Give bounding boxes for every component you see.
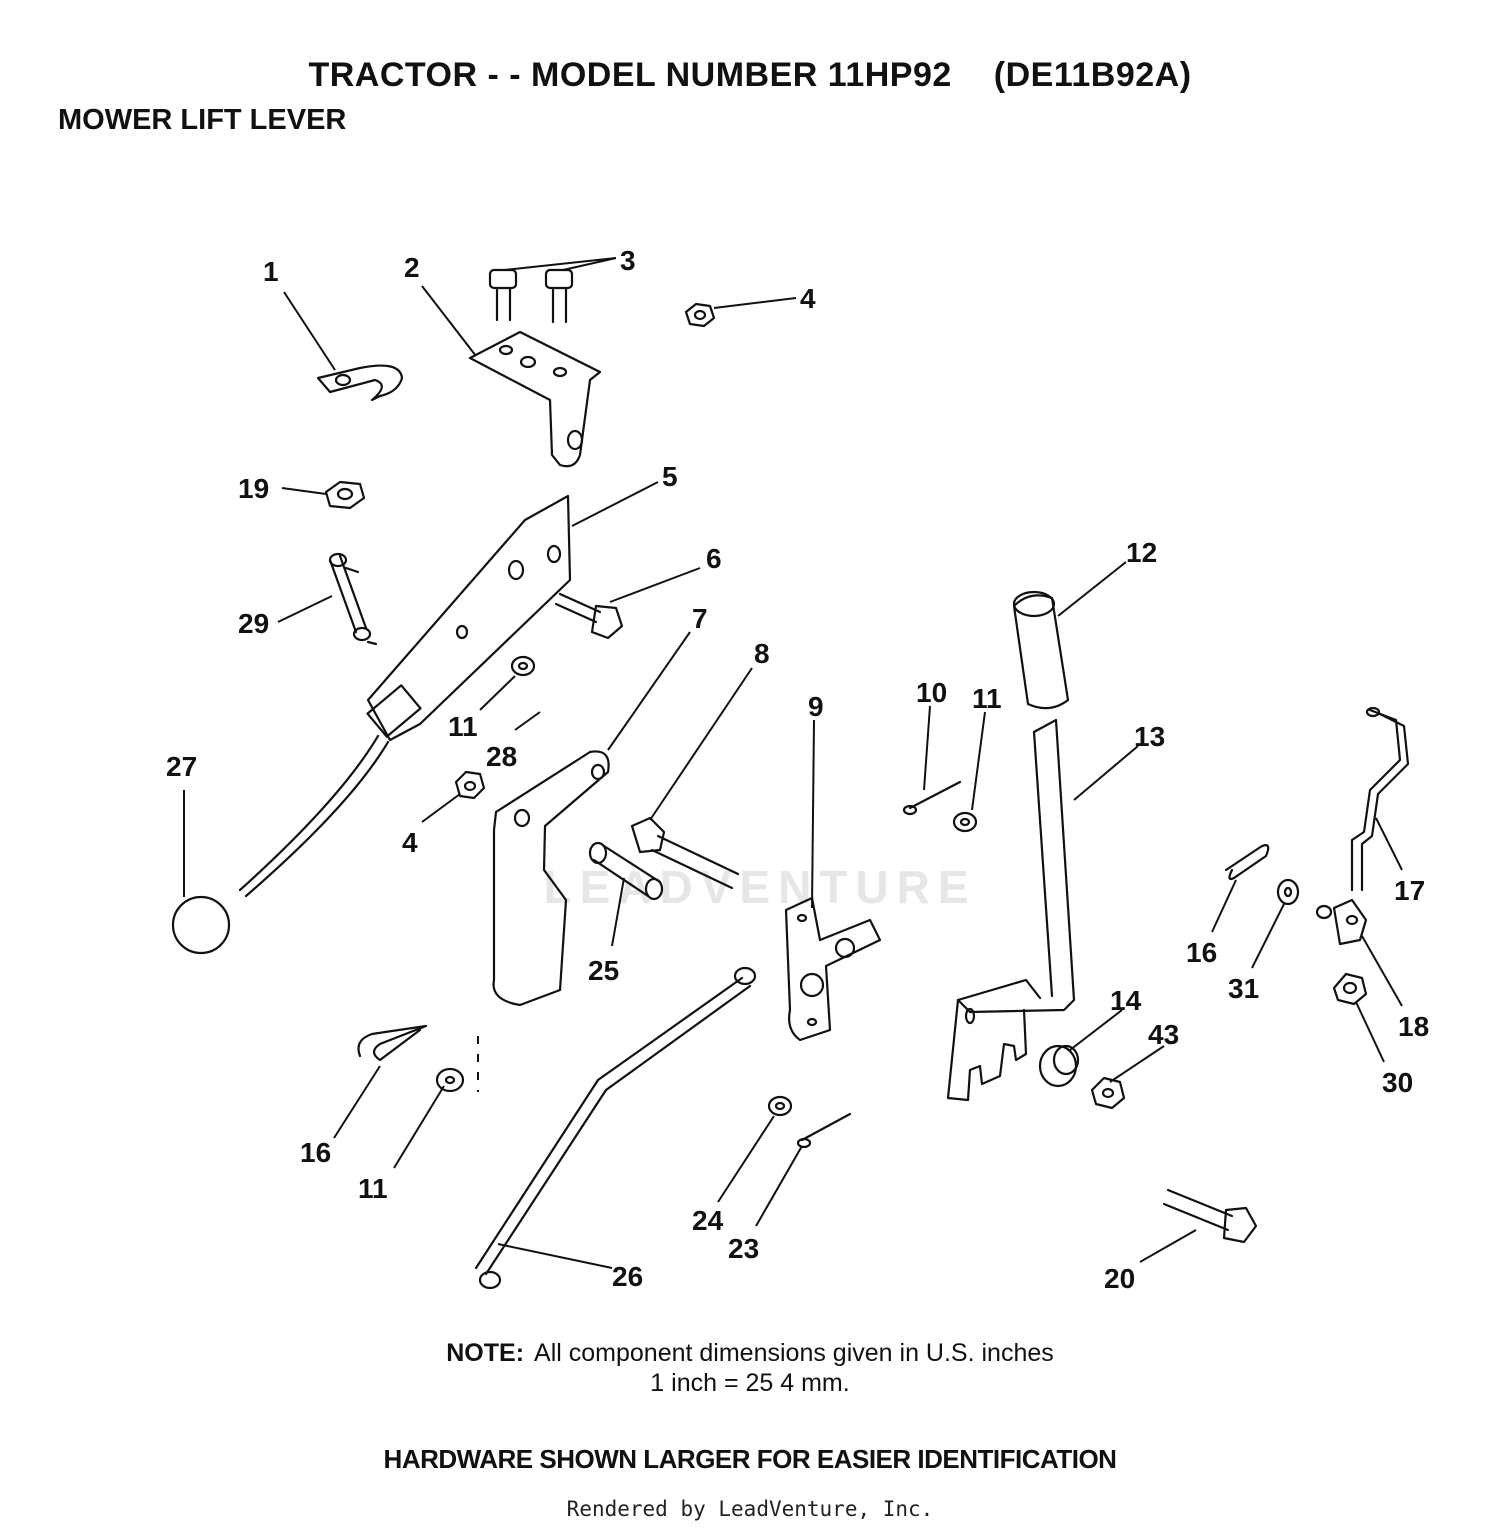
part-11-washer: [510, 655, 536, 677]
callout-19: 19: [238, 473, 269, 504]
callout-4: 4: [800, 283, 816, 314]
callout-4-lower: 4: [402, 827, 418, 858]
part-8-bolt: [630, 816, 740, 890]
callout-30: 30: [1382, 1067, 1413, 1098]
part-14-bushing: [1038, 1044, 1080, 1088]
callout-27: 27: [166, 751, 197, 782]
part-29-link: [328, 552, 378, 646]
part-11-washer-right: [952, 811, 978, 833]
part-43-nut: [1090, 1076, 1126, 1110]
part-30-nut: [1332, 972, 1368, 1006]
callout-25: 25: [588, 955, 619, 986]
callout-numbers: 1 2 3 4 5 6 7 8 9 10 11 12 13 14 16 17 1…: [166, 245, 1429, 1294]
callout-11: 11: [972, 683, 1002, 714]
callout-11-upper: 11: [448, 711, 478, 742]
callout-8: 8: [754, 638, 770, 669]
part-4-nut-lower: [454, 770, 486, 800]
note-label: NOTE:: [446, 1339, 525, 1367]
callout-16: 16: [1186, 937, 1217, 968]
parts-diagram: 1 2 3 4 5 6 7 8 9 10 11 12 13 14 16 17 1…: [166, 245, 1429, 1294]
part-13-lever: [946, 718, 1076, 1102]
callout-12: 12: [1126, 537, 1157, 568]
callout-3: 3: [620, 245, 636, 276]
leader-lines: [183, 257, 1403, 1269]
callout-26: 26: [612, 1261, 643, 1292]
part-24-washer: [767, 1095, 793, 1117]
part-3-bolts: [488, 268, 574, 324]
callout-1: 1: [263, 256, 279, 287]
callout-23: 23: [728, 1233, 759, 1264]
model-code: (DE11B92A): [993, 56, 1192, 94]
note-conversion: 1 inch = 25 4 mm.: [650, 1369, 850, 1397]
callout-5: 5: [662, 461, 678, 492]
callout-18: 18: [1398, 1011, 1429, 1042]
part-10-cotter-pin: [902, 780, 962, 816]
part-17-rod: [1350, 706, 1410, 892]
part-2-bracket: [468, 330, 602, 468]
callout-31: 31: [1228, 973, 1259, 1004]
callout-24: 24: [692, 1205, 724, 1236]
part-23-cotter-pin: [796, 1112, 852, 1149]
part-5-lift-arm: [238, 494, 572, 898]
section-title: MOWER LIFT LEVER: [58, 104, 347, 136]
part-16-clip-right: [1224, 844, 1270, 881]
part-27-knob: [171, 895, 231, 955]
part-6-bolt: [554, 592, 624, 640]
callout-29: 29: [238, 608, 269, 639]
callout-20: 20: [1104, 1263, 1135, 1294]
callout-9: 9: [808, 691, 824, 722]
callout-2: 2: [404, 252, 420, 283]
model-title: TRACTOR - - MODEL NUMBER 11HP92: [308, 56, 952, 94]
callout-6: 6: [706, 543, 722, 574]
rendered-by: Rendered by LeadVenture, Inc.: [566, 1497, 934, 1521]
part-19-nut: [324, 480, 366, 510]
callout-16-lower: 16: [300, 1137, 331, 1168]
callout-10: 10: [916, 677, 947, 708]
part-25-spacer: [588, 841, 664, 901]
callout-43: 43: [1148, 1019, 1179, 1050]
callout-13: 13: [1134, 721, 1165, 752]
callout-14: 14: [1110, 985, 1142, 1016]
part-1-clip: [316, 364, 404, 402]
diagram-title: TRACTOR - - MODEL NUMBER 11HP92 (DE11B92A…: [0, 56, 1500, 95]
note-text: All component dimensions given in U.S. i…: [534, 1339, 1054, 1367]
part-26-rod: [474, 966, 757, 1290]
part-9-plate: [784, 896, 882, 1042]
callout-17: 17: [1394, 875, 1425, 906]
part-12-grip: [1012, 590, 1070, 710]
part-11-washer-lower: [435, 1067, 465, 1093]
note: NOTE: All component dimensions given in U…: [0, 1338, 1500, 1398]
part-7-plate: [492, 750, 610, 1007]
part-20-bolt: [1162, 1188, 1258, 1244]
part-18-trunnion: [1315, 898, 1368, 946]
note-line-1: NOTE: All component dimensions given in U…: [0, 1338, 1500, 1368]
callout-28: 28: [486, 741, 517, 772]
part-16-clip: [357, 1024, 428, 1062]
hardware-note: HARDWARE SHOWN LARGER FOR EASIER IDENTIF…: [383, 1444, 1117, 1474]
part-4-nut: [684, 302, 716, 328]
watermark-logo: LEADVENTURE: [543, 861, 977, 913]
callout-11-lower: 11: [358, 1173, 388, 1204]
part-31-washer: [1276, 878, 1300, 906]
callout-7: 7: [692, 603, 708, 634]
